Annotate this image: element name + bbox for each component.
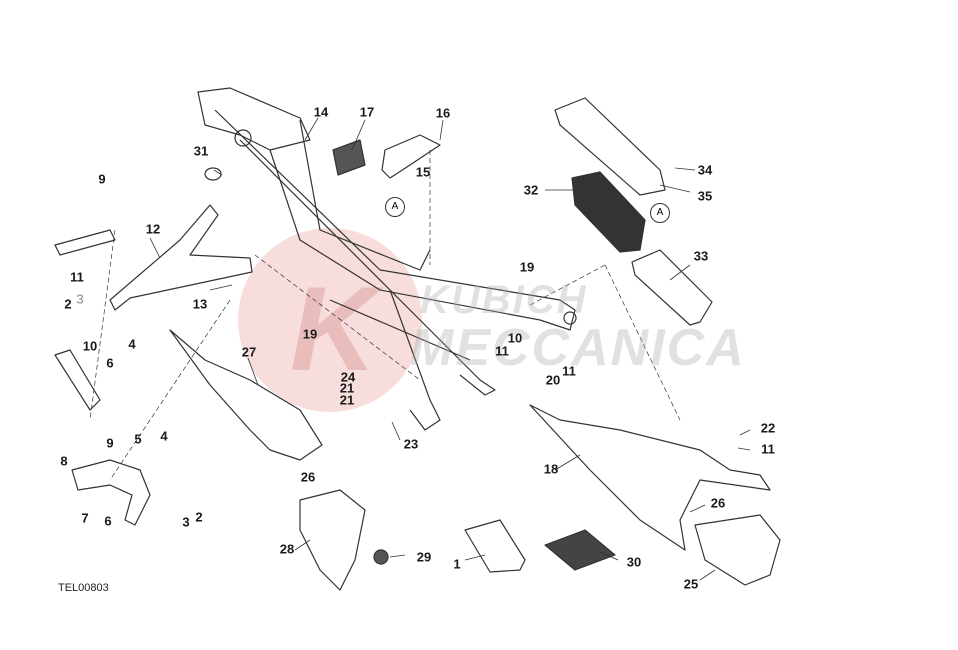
callout-2: 2 (195, 509, 203, 525)
callout-13: 13 (192, 296, 208, 312)
drawing-code: TEL00803 (58, 582, 109, 594)
rubber-pad (332, 139, 366, 176)
watermark-text-bottom: MECCANICA (410, 319, 746, 377)
callout-11: 11 (761, 441, 775, 457)
callout-16: 16 (435, 105, 451, 121)
callout-20: 20 (545, 372, 561, 388)
callout-25: 25 (683, 576, 699, 592)
callout-27: 27 (241, 344, 257, 360)
battery-holder (571, 171, 646, 253)
rear-subframe (197, 87, 577, 431)
svg-text:K: K (290, 262, 384, 396)
callout-28: 28 (279, 541, 295, 557)
callout-15: 15 (415, 164, 431, 180)
callout-8: 8 (60, 453, 68, 469)
callout-24: 24 (340, 369, 356, 385)
callout-11: 11 (70, 269, 84, 285)
callout-4: 4 (160, 428, 168, 444)
callout-26: 26 (300, 469, 316, 485)
callout-11: 11 (495, 343, 509, 359)
callout-17: 17 (359, 104, 375, 120)
callout-32: 32 (523, 182, 539, 198)
callout-35: 35 (697, 188, 713, 204)
callout-9: 9 (98, 171, 106, 187)
callout-3: 3 (76, 291, 84, 307)
callout-4: 4 (128, 336, 136, 352)
callout-30: 30 (626, 554, 642, 570)
footpeg-lower (54, 349, 101, 411)
nut (373, 549, 389, 565)
callout-33: 33 (693, 248, 709, 264)
callout-2: 2 (64, 296, 72, 312)
owner-manual (544, 529, 616, 571)
callout-29: 29 (416, 549, 432, 565)
callout-9: 9 (106, 435, 114, 451)
footpeg-upper (54, 229, 116, 256)
seat-pad (464, 519, 526, 573)
callout-23: 23 (403, 436, 419, 452)
callout-14: 14 (313, 104, 329, 120)
callout-1: 1 (453, 556, 461, 572)
callout-31: 31 (193, 143, 209, 159)
side-panel-right (529, 404, 771, 551)
watermark-text-top: KUBICH (420, 278, 588, 322)
callout-11: 11 (562, 363, 576, 379)
callout-19: 19 (302, 326, 318, 342)
callout-18: 18 (543, 461, 559, 477)
callout-34: 34 (697, 162, 713, 178)
watermark-logo: K (238, 228, 422, 412)
reference-marker-a: A (650, 203, 670, 223)
footrest-bracket-left (109, 204, 253, 311)
rear-guard (694, 514, 781, 586)
callout-3: 3 (182, 514, 190, 530)
callout-21: 21 (339, 380, 355, 396)
callout-26: 26 (710, 495, 726, 511)
battery-tray (554, 97, 666, 196)
callout-5: 5 (134, 431, 142, 447)
footrest-bracket-right (71, 459, 151, 526)
callout-21: 21 (339, 392, 355, 408)
reference-marker-a: A (385, 197, 405, 217)
callout-6: 6 (104, 513, 112, 529)
grommet (204, 167, 222, 181)
side-panel-left (169, 329, 323, 461)
callout-10: 10 (507, 330, 523, 346)
callout-10: 10 (82, 338, 98, 354)
callout-12: 12 (145, 221, 161, 237)
battery (631, 249, 713, 326)
callout-7: 7 (81, 510, 89, 526)
callout-6: 6 (106, 355, 114, 371)
callout-22: 22 (760, 420, 776, 436)
callout-19: 19 (519, 259, 535, 275)
bracket (381, 134, 441, 179)
guard (299, 489, 366, 591)
